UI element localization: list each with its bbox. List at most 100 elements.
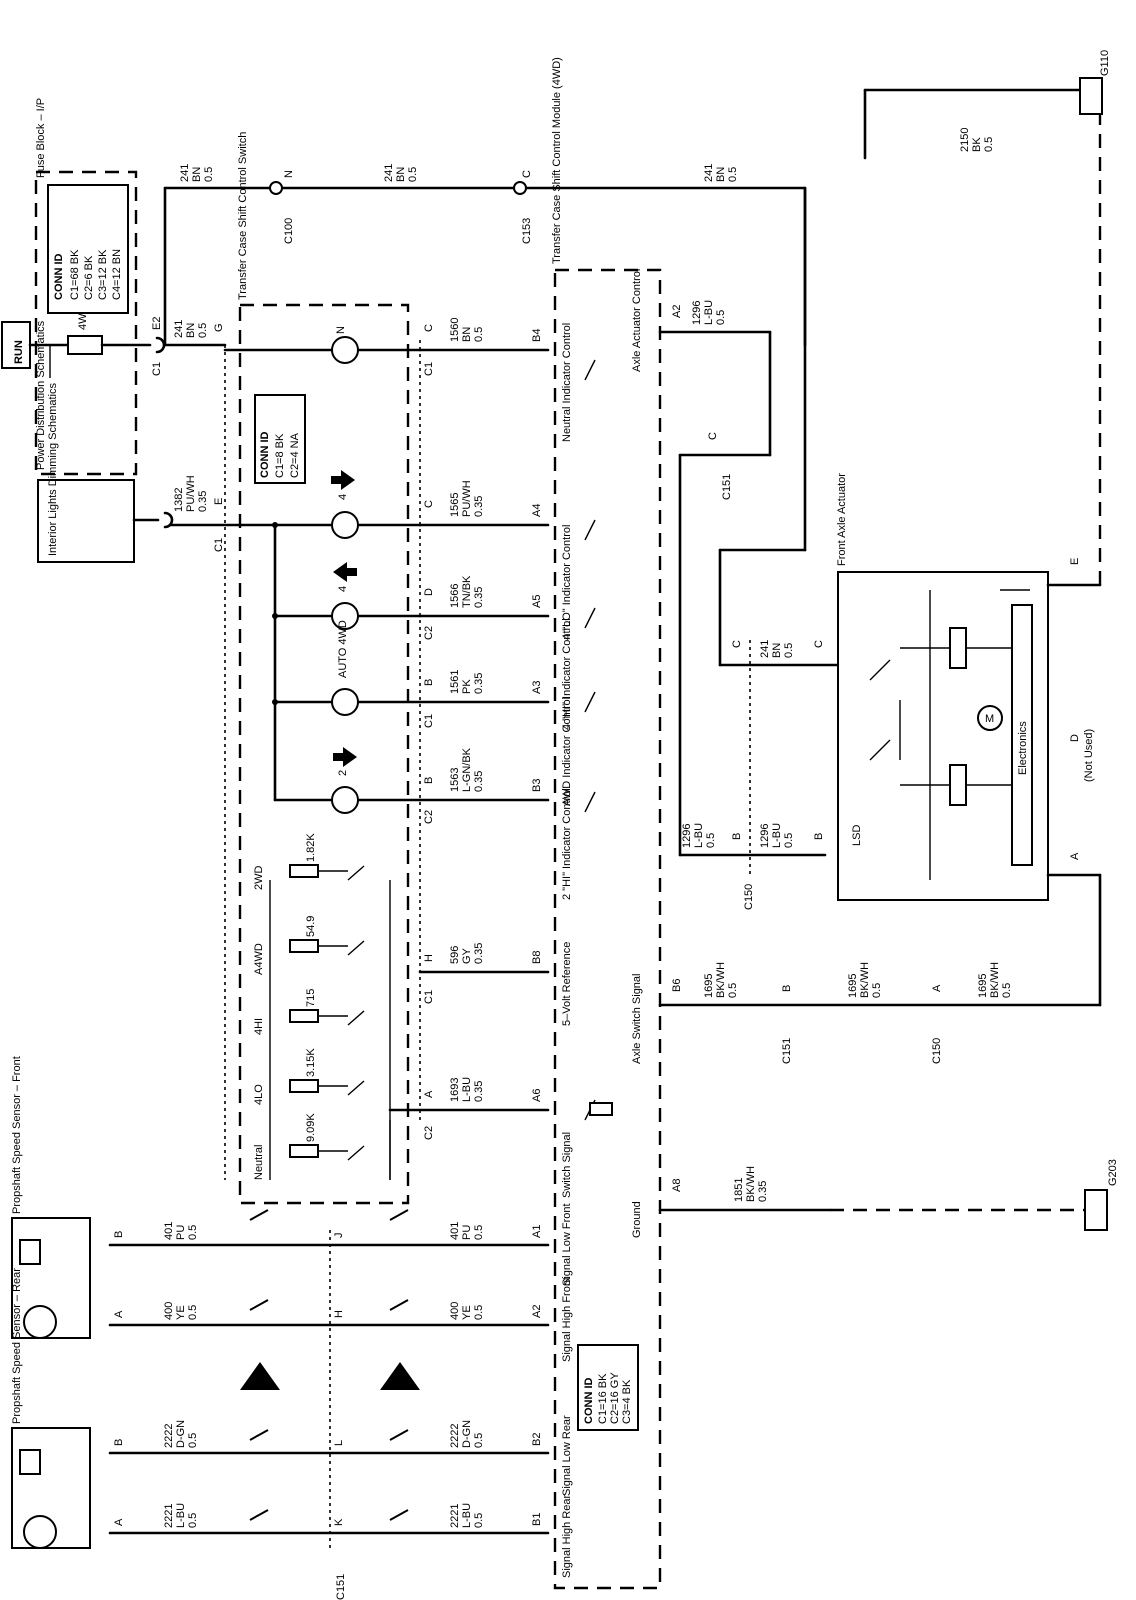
pin-a6: A6 [531,1089,543,1102]
w400a-color: YE [175,1305,187,1320]
w241-act-color: BN [771,643,783,658]
w401b-size: 0.5 [473,1225,485,1240]
switch-conn-id-title: CONN ID [259,432,271,479]
resistor-54-9 [289,939,319,953]
w2222b-num: 2222 [449,1424,461,1448]
sensor-front-label: Propshaft Speed Sensor – Front [11,1056,23,1214]
act-not-used: (Not Used) [1083,729,1095,782]
shift-switch-outline [238,303,410,1205]
w241-act-size: 0.5 [783,643,795,658]
w2222a-num: 2222 [163,1424,175,1448]
w400a-size: 0.5 [187,1305,199,1320]
w1296a-num: 1296 [691,301,703,325]
arrow-left-icon [333,747,357,767]
w400a-num: 400 [163,1302,175,1320]
w401a-num: 401 [163,1222,175,1240]
w1296c-size: 0.5 [783,833,795,848]
actuator-title: Front Axle Actuator [836,473,848,566]
e-pin-label: E [213,498,225,505]
sensor-rear-label: Propshaft Speed Sensor – Rear [11,1268,23,1424]
sw-c2-label-2: C2 [423,810,435,824]
pin-a2-right: A2 [671,305,683,318]
w241-top3-num: 241 [703,164,715,182]
led-2-label: 2 [337,770,349,776]
w1695b-num: 1695 [847,974,859,998]
w1563-num: 1563 [449,768,461,792]
w400b-num: 400 [449,1302,461,1320]
c151-pin-j: J [333,1233,345,1239]
g203-label: G203 [1107,1159,1119,1186]
sensors: Propshaft Speed Sensor – Front Propshaft… [11,1056,550,1600]
sig-switch: Switch Signal [561,1132,573,1198]
motor-label: M [985,713,994,725]
w1565-color: PU/WH [461,480,473,517]
g110-label: G110 [1099,50,1111,76]
fuse-4wd [67,335,103,355]
led-n-icon [331,336,359,364]
sensor-r-pin-b: B [113,1439,125,1446]
module-conn-id-c3: C3=4 BK [621,1379,633,1424]
w2221b-size: 0.5 [473,1513,485,1528]
led-2-icon [331,786,359,814]
resistor-1-82k-label: 1.82K [305,833,317,862]
sig-high-front: Signal High Front [561,1277,573,1362]
e2-pin-label: E2 [151,317,163,330]
c150-pin-c: C [731,640,743,648]
sensor-front-probe [19,1239,41,1265]
fuse-block-outline [34,170,138,476]
act-pin-d: D [1069,734,1081,742]
electronics-box [1011,604,1033,866]
w401b-color: PU [461,1225,473,1240]
c100-connector [269,181,283,195]
w2221b-num: 2221 [449,1504,461,1528]
w1296a-size: 0.5 [715,310,727,325]
pin-b6: B6 [671,979,683,992]
resistor-715 [289,1009,319,1023]
switch-conn-id-c2: C2=4 NA [289,432,301,478]
relay-1 [949,627,967,669]
power-dist-label: Power Distribution Schematics [35,320,47,470]
sig-ground: Ground [631,1201,643,1238]
pos-neutral: Neutral [253,1145,265,1180]
w1382-size: 0.35 [197,491,209,512]
pos-a4wd: A4WD [253,943,265,975]
pin-b8: B8 [531,951,543,964]
w1566-color: TN/BK [461,575,473,608]
sensor-f-pin-b: B [113,1231,125,1238]
sig-awd: AWD Indicator Control [561,697,573,806]
w1561-size: 0.35 [473,673,485,694]
module-conn-id-box [577,1344,639,1431]
motor-icon [977,705,1003,731]
resistor-715-label: 715 [305,989,317,1007]
right-side-wiring: C150 C151 C 1296 L-BU 0.5 1296 L-BU 0.5 … [658,50,1119,1231]
shift-switch-title: Transfer Case Shift Control Switch [237,132,249,300]
warning-icon-1 [240,1362,280,1390]
pos-4lo: 4LO [253,1084,265,1105]
resistor-9-09k-label: 9.09K [305,1113,317,1142]
sw-pin-c: C [423,500,435,508]
w1561-color: PK [461,679,473,694]
sig-low-rear: Signal Low Rear [561,1415,573,1496]
led-auto-icon [331,688,359,716]
run-label: RUN [13,340,25,364]
fuse-conn-id-c1: C1=68 BK [69,249,81,300]
sw-c1-label-1: C1 [423,362,435,376]
pin-b2: B2 [531,1433,543,1446]
w2222a-color: D-GN [175,1420,187,1448]
fuse-conn-id-box [47,184,129,314]
w1693-size: 0.35 [473,1081,485,1102]
c151-pin-l: L [333,1440,345,1446]
w1296c-color: L-BU [771,823,783,848]
w2221b-color: L-BU [461,1503,473,1528]
module-outline [553,268,662,1590]
sensor-front-icon [23,1305,57,1339]
w1566-size: 0.35 [473,587,485,608]
resistor-9-09k [289,1144,319,1158]
w241-g-num: 241 [173,320,185,338]
control-module: Transfer Case Shift Control Module (4WD)… [531,57,683,1590]
module-conn-id-c2: C2=16 GY [609,1372,621,1424]
sensor-f-pin-a: A [113,1310,125,1318]
pin-a1: A1 [531,1225,543,1238]
w1693-num: 1693 [449,1078,461,1102]
act-pin-b: B [813,833,825,840]
